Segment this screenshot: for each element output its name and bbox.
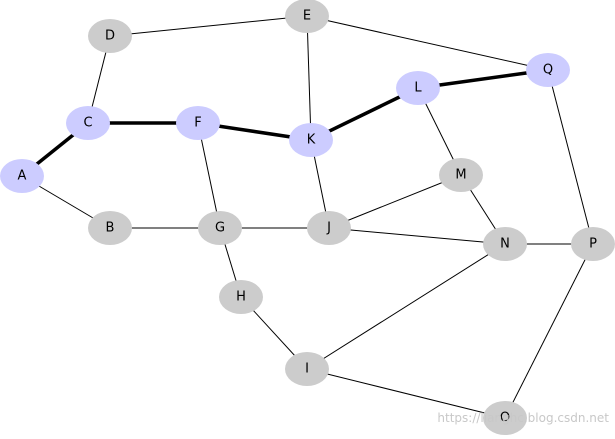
node-c-label: C [83, 116, 92, 131]
node-g: G [198, 211, 242, 245]
node-o: O [483, 401, 527, 435]
edge-f-g [197, 122, 221, 229]
node-m-shape [439, 158, 483, 192]
node-m-label: M [455, 168, 466, 183]
node-q-shape [526, 53, 570, 87]
node-l: L [396, 71, 440, 105]
node-k: K [289, 123, 333, 157]
edge-i-o [306, 368, 506, 419]
node-c: C [66, 106, 110, 140]
node-p-label: P [589, 237, 597, 252]
node-n-shape [483, 227, 527, 261]
node-c-shape [66, 106, 110, 140]
node-a-label: A [18, 169, 27, 184]
node-k-shape [289, 123, 333, 157]
watermark-text: https://lianghc.blog.csdn.net [437, 411, 609, 425]
node-n: N [483, 227, 527, 261]
node-g-label: G [215, 221, 225, 236]
node-g-shape [198, 211, 242, 245]
node-d-label: D [105, 29, 115, 44]
edge-e-k [306, 15, 312, 141]
edge-l-q [417, 68, 549, 90]
node-b-shape [88, 211, 132, 245]
node-i: I [285, 352, 329, 386]
node-l-label: L [414, 81, 422, 96]
node-l-shape [396, 71, 440, 105]
node-d-shape [88, 19, 132, 53]
node-a-shape [0, 159, 44, 193]
node-f-label: F [194, 116, 201, 131]
node-e: E [285, 0, 329, 33]
edge-d-e [109, 15, 308, 37]
node-j-shape [307, 211, 351, 245]
node-m: M [439, 158, 483, 192]
node-a: A [0, 159, 44, 193]
node-j: J [307, 211, 351, 245]
node-o-label: O [500, 411, 510, 426]
node-d: D [88, 19, 132, 53]
edge-q-p [547, 69, 594, 245]
edge-j-m [328, 174, 462, 229]
node-o-shape [483, 401, 527, 435]
node-q-label: Q [543, 63, 553, 78]
edge-j-n [328, 227, 506, 245]
edge-e-q [306, 15, 549, 71]
node-h-shape [219, 280, 263, 314]
node-b: B [88, 211, 132, 245]
node-f: F [176, 106, 220, 140]
node-p: P [571, 227, 615, 261]
node-n-label: N [500, 237, 510, 252]
edge-n-i [306, 243, 506, 370]
node-e-shape [285, 0, 329, 33]
node-q: Q [526, 53, 570, 87]
node-h-label: H [236, 290, 246, 305]
edge-p-o [504, 243, 594, 419]
node-f-shape [176, 106, 220, 140]
node-i-label: I [305, 362, 309, 377]
node-i-shape [285, 352, 329, 386]
node-b-label: B [106, 221, 115, 236]
node-e-label: E [303, 9, 311, 24]
node-p-shape [571, 227, 615, 261]
node-h: H [219, 280, 263, 314]
node-k-label: K [307, 133, 316, 148]
node-j-label: J [326, 221, 331, 236]
